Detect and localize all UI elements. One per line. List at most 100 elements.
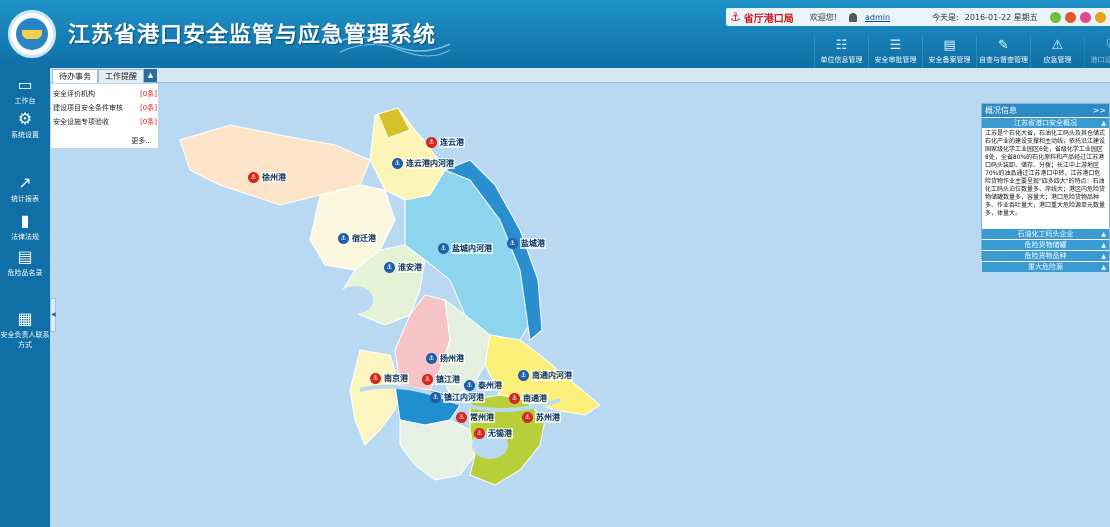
port-taizhou[interactable]: ⚓泰州港 bbox=[464, 380, 503, 391]
region-nanjing bbox=[349, 349, 401, 446]
user-link[interactable]: admin bbox=[848, 12, 890, 22]
collapse-button[interactable]: ▲ bbox=[144, 69, 157, 82]
anchor-icon: ⚓ bbox=[370, 373, 381, 384]
port-zhenjiang-inland[interactable]: ⚓镇江内河港 bbox=[430, 392, 485, 403]
header: 江苏省港口安全监管与应急管理系统 ⚓ 省厅港口局 欢迎您! admin 今天是:… bbox=[0, 0, 1110, 68]
chevron-up-icon: ▲ bbox=[1101, 242, 1106, 249]
port-yangzhou[interactable]: ⚓扬州港 bbox=[426, 353, 465, 364]
location-icon[interactable] bbox=[1064, 11, 1076, 23]
user-icon bbox=[848, 12, 857, 22]
contact-icon: ▦ bbox=[17, 309, 33, 328]
port-xuzhou[interactable]: ⚓徐州港 bbox=[248, 172, 287, 183]
chevron-up-icon: ▲ bbox=[1101, 231, 1106, 238]
topbar-icons bbox=[1049, 11, 1106, 23]
approval-icon: ☰ bbox=[889, 38, 902, 53]
anchor-icon: ⚓ bbox=[384, 262, 395, 273]
sidebar: ▭ 工作台 ⚙ 系统设置 ↗ 统计报表 ▮ 法律法规 ▤ 危险品名录 ▦ 安全负… bbox=[0, 68, 50, 527]
region-lianyungang bbox=[369, 109, 446, 201]
anchor-icon: ⚓ bbox=[464, 380, 475, 391]
region-changzhou bbox=[399, 419, 476, 481]
anchor-icon: ⚓ bbox=[430, 392, 441, 403]
logo bbox=[8, 10, 56, 58]
port-nantong-inland[interactable]: ⚓南通内河港 bbox=[518, 370, 573, 381]
header-wave-decoration bbox=[330, 36, 450, 57]
today-label: 今天是: bbox=[932, 12, 959, 22]
overview-section-main[interactable]: 江苏省港口安全概况 ▲ bbox=[982, 117, 1109, 128]
port-suqian[interactable]: ⚓宿迁港 bbox=[338, 233, 377, 244]
tab-reminder[interactable]: 工作提醒 bbox=[98, 69, 144, 83]
nav-safety-approval[interactable]: ☰ 安全审批管理 bbox=[868, 36, 922, 68]
overview-text: 江苏是个石化大省，石油化工码头及其仓储式石化产业的建设支撑和主动线，依托沿江建设… bbox=[985, 130, 1106, 217]
app-title: 江苏省港口安全监管与应急管理系统 bbox=[68, 23, 437, 48]
anchor-icon: ⚓ bbox=[426, 353, 437, 364]
shield-icon: ⛨ bbox=[1085, 38, 1110, 53]
warning-icon: ⚠ bbox=[1051, 38, 1064, 53]
todo-more-link[interactable]: 更多... bbox=[131, 137, 152, 145]
chevron-up-icon: ▲ bbox=[1101, 253, 1106, 260]
todo-row[interactable]: 安全设施专项验收 [0条] bbox=[53, 118, 157, 126]
region-yancheng-sea bbox=[443, 159, 543, 341]
help-icon[interactable] bbox=[1079, 11, 1091, 23]
overview-section-wharf[interactable]: 石油化工码头企业 ▲ bbox=[982, 228, 1109, 239]
sidebar-item-dangerous-goods[interactable]: ▤ 危险品名录 bbox=[0, 248, 50, 278]
anchor-icon: ⚓ bbox=[392, 158, 403, 169]
overview-collapse-button[interactable]: >> bbox=[1092, 106, 1106, 115]
sidebar-item-contacts[interactable]: ▦ 安全负责人联系方式 bbox=[0, 309, 50, 350]
todo-row[interactable]: 建设项目安全条件审核 [0条] bbox=[53, 104, 157, 112]
tab-bar: 待办事务 工作提醒 ▲ bbox=[50, 68, 1110, 83]
bureau-link[interactable]: ⚓ 省厅港口局 bbox=[730, 10, 794, 25]
gear-icon: ⚙ bbox=[17, 109, 33, 128]
port-yancheng[interactable]: ⚓盐城港 bbox=[507, 238, 546, 249]
port-lianyungang-inland[interactable]: ⚓连云港内河港 bbox=[392, 158, 455, 169]
nav-safety-record[interactable]: ▤ 安全备案管理 bbox=[922, 36, 976, 68]
port-wuxi[interactable]: ⚓无锡港 bbox=[474, 428, 513, 439]
sidebar-item-reports[interactable]: ↗ 统计报表 bbox=[0, 174, 50, 204]
overview-section-tanks[interactable]: 危险货物储罐 ▲ bbox=[982, 239, 1109, 250]
port-zhenjiang[interactable]: ⚓镇江港 bbox=[422, 374, 461, 385]
anchor-icon: ⚓ bbox=[518, 370, 529, 381]
port-nantong[interactable]: ⚓南通港 bbox=[509, 393, 548, 404]
sidebar-item-settings[interactable]: ⚙ 系统设置 bbox=[0, 110, 50, 140]
port-lianyungang[interactable]: ⚓连云港 bbox=[426, 137, 465, 148]
todo-row[interactable]: 安全评价机构 [0条] bbox=[53, 90, 157, 98]
date-text: 2016-01-22 星期五 bbox=[964, 12, 1038, 22]
nav-emergency[interactable]: ⚠ 应急管理 bbox=[1030, 36, 1084, 68]
refresh-icon[interactable] bbox=[1049, 11, 1061, 23]
chevron-up-icon: ▲ bbox=[1101, 264, 1106, 271]
catalog-icon: ▤ bbox=[17, 247, 33, 266]
anchor-icon: ⚓ bbox=[507, 238, 518, 249]
overview-section-hazard[interactable]: 重大危险源 ▲ bbox=[982, 261, 1109, 272]
port-changzhou[interactable]: ⚓常州港 bbox=[456, 412, 495, 423]
anchor-icon: ⚓ bbox=[730, 10, 741, 24]
nav-org-info[interactable]: ☷ 单位信息管理 bbox=[814, 36, 868, 68]
sidebar-item-workbench[interactable]: ▭ 工作台 bbox=[0, 76, 50, 106]
sidebar-item-laws[interactable]: ▮ 法律法规 bbox=[0, 212, 50, 242]
anchor-icon: ⚓ bbox=[474, 428, 485, 439]
nav-port-security[interactable]: ⛨ 港口设施保安 bbox=[1084, 36, 1110, 68]
overview-section-goods[interactable]: 危险货物品种 ▲ bbox=[982, 250, 1109, 261]
anchor-icon: ⚓ bbox=[426, 137, 437, 148]
welcome-text: 欢迎您! bbox=[809, 12, 837, 22]
port-suzhou[interactable]: ⚓苏州港 bbox=[522, 412, 561, 423]
map-regions bbox=[179, 107, 601, 486]
chart-icon: ↗ bbox=[18, 173, 32, 192]
sidebar-toggle[interactable]: ◀ bbox=[50, 298, 56, 332]
overview-panel: 概况信息 >> 江苏省港口安全概况 ▲ 江苏是个石化大省，石油化工码头及其仓储式… bbox=[981, 103, 1110, 272]
tab-todo[interactable]: 待办事务 bbox=[52, 69, 98, 83]
anchor-icon: ⚓ bbox=[456, 412, 467, 423]
anchor-icon: ⚓ bbox=[248, 172, 259, 183]
anchor-icon: ⚓ bbox=[422, 374, 433, 385]
region-lianyungang-north bbox=[377, 107, 411, 139]
overview-header: 概况信息 >> bbox=[982, 104, 1109, 117]
port-nanjing[interactable]: ⚓南京港 bbox=[370, 373, 409, 384]
todo-panel: 安全评价机构 [0条] 建设项目安全条件审核 [0条] 安全设施专项验收 [0条… bbox=[50, 84, 159, 149]
port-huaian[interactable]: ⚓淮安港 bbox=[384, 262, 423, 273]
anchor-icon: ⚓ bbox=[522, 412, 533, 423]
monitor-icon: ▭ bbox=[17, 75, 33, 94]
power-icon[interactable] bbox=[1094, 11, 1106, 23]
port-yancheng-inland[interactable]: ⚓盐城内河港 bbox=[438, 243, 493, 254]
anchor-icon: ⚓ bbox=[438, 243, 449, 254]
main-nav: ☷ 单位信息管理 ☰ 安全审批管理 ▤ 安全备案管理 ✎ 自查与督查管理 ⚠ 应… bbox=[814, 36, 1110, 68]
nav-inspection[interactable]: ✎ 自查与督查管理 bbox=[976, 36, 1030, 68]
